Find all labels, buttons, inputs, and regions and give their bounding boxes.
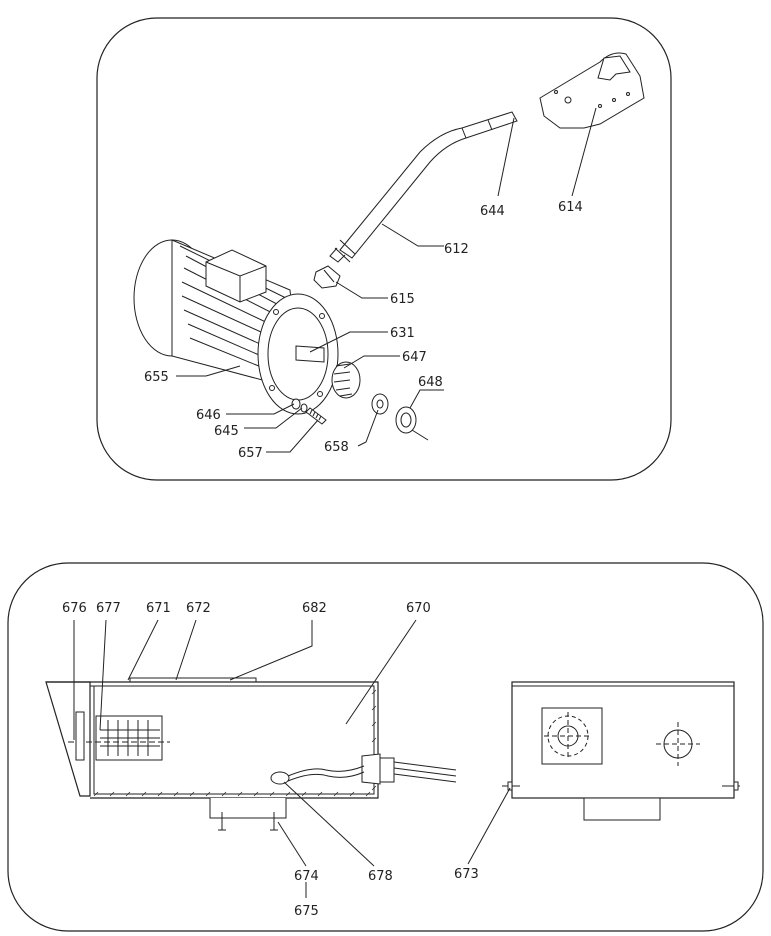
label-673: 673 [454, 867, 479, 882]
label-672: 672 [186, 601, 211, 616]
box-front-view [502, 681, 740, 821]
washer-part [371, 393, 389, 415]
top-leader-lines [176, 107, 597, 453]
label-671: 671 [146, 601, 171, 616]
gear-part [331, 361, 361, 399]
bottom-leader-lines [73, 619, 511, 898]
handle-bar-part [329, 111, 518, 263]
washer-screw-parts [291, 398, 327, 425]
handle-grip-part [539, 52, 645, 129]
label-655: 655 [144, 370, 169, 385]
label-682: 682 [302, 601, 327, 616]
label-646: 646 [196, 408, 221, 423]
label-615: 615 [390, 292, 415, 307]
label-657: 657 [238, 446, 263, 461]
label-678: 678 [368, 869, 393, 884]
label-648: 648 [418, 375, 443, 390]
label-676: 676 [62, 601, 87, 616]
top-panel-frame [96, 17, 672, 481]
label-631: 631 [390, 326, 415, 341]
label-614: 614 [558, 200, 583, 215]
nut-part [313, 265, 341, 289]
motor-part [133, 239, 339, 415]
bottom-panel-frame [7, 562, 764, 932]
label-677: 677 [96, 601, 121, 616]
box-section-view [45, 677, 457, 831]
lock-nut-part [395, 406, 429, 441]
label-670: 670 [406, 601, 431, 616]
label-612: 612 [444, 242, 469, 257]
label-644: 644 [480, 204, 505, 219]
label-658: 658 [324, 440, 349, 455]
label-645: 645 [214, 424, 239, 439]
label-675: 675 [294, 904, 319, 919]
label-647: 647 [402, 350, 427, 365]
label-674: 674 [294, 869, 319, 884]
